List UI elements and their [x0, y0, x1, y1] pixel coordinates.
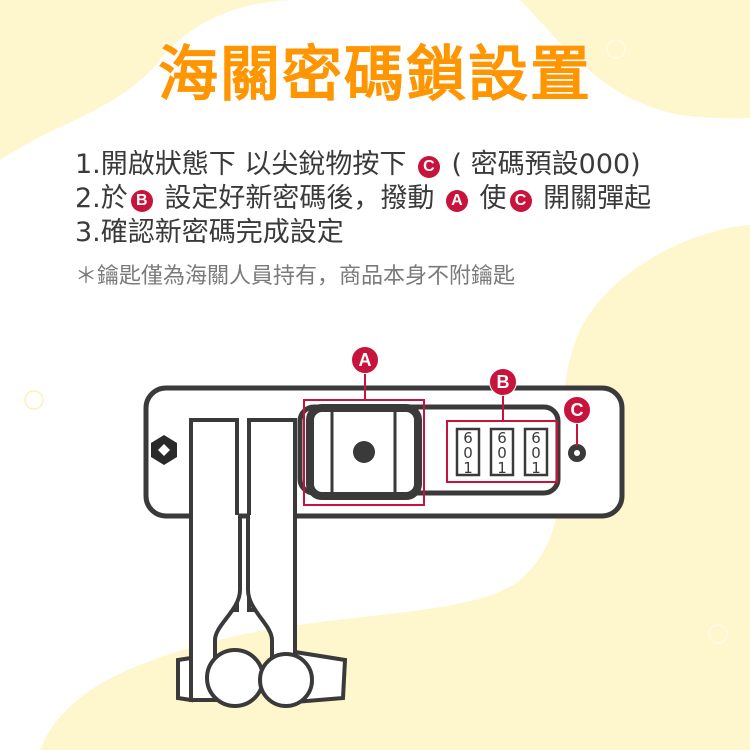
callout-b: B — [489, 368, 517, 396]
shackle-knob — [258, 652, 314, 708]
badge-a: A — [445, 190, 468, 212]
badge-c: C — [509, 190, 532, 212]
callout-c: C — [563, 396, 591, 424]
badge-b: B — [130, 190, 153, 212]
step-text: 開關彈起 — [543, 183, 652, 214]
step-3: 3.確認新密碼完成設定 — [75, 216, 651, 250]
dial-2-mid: 0 — [497, 444, 507, 462]
step-text: 使 — [479, 183, 507, 214]
dial-1-bot: 1 — [463, 459, 473, 477]
dial-3-bot: 1 — [531, 459, 541, 477]
step-text: ( 密碼預設000) — [451, 149, 641, 180]
badge-c: C — [417, 156, 440, 178]
dial-2-top: 6 — [497, 429, 507, 447]
dial-3-mid: 0 — [531, 444, 541, 462]
step-1: 1.開啟狀態下 以尖銳物按下 C ( 密碼預設000) — [75, 148, 651, 182]
shackle-knob — [205, 648, 265, 708]
step-text: 2.於 — [75, 183, 128, 214]
dial-2-bot: 1 — [497, 459, 507, 477]
brand-logo-icon — [151, 435, 177, 465]
dial-3-top: 6 — [531, 429, 541, 447]
combination-dials — [455, 427, 549, 477]
callout-a: A — [351, 346, 379, 374]
deco-circle — [606, 39, 626, 59]
dial-1-top: 6 — [463, 429, 473, 447]
deco-circle — [24, 390, 44, 410]
slider-button-dot — [353, 441, 375, 463]
step-text: 1.開啟狀態下 以尖銳物按下 — [75, 149, 407, 180]
shackle-foot — [176, 655, 193, 703]
key-note: ＊鑰匙僅為海關人員持有，商品本身不附鑰匙 — [75, 264, 516, 289]
page-title: 海關密碼鎖設置 — [158, 40, 592, 110]
deco-circle — [708, 624, 728, 644]
step-text: 設定好新密碼後，撥動 — [164, 183, 435, 214]
step-text: 3.確認新密碼完成設定 — [75, 217, 344, 248]
dial-1-mid: 0 — [463, 444, 473, 462]
